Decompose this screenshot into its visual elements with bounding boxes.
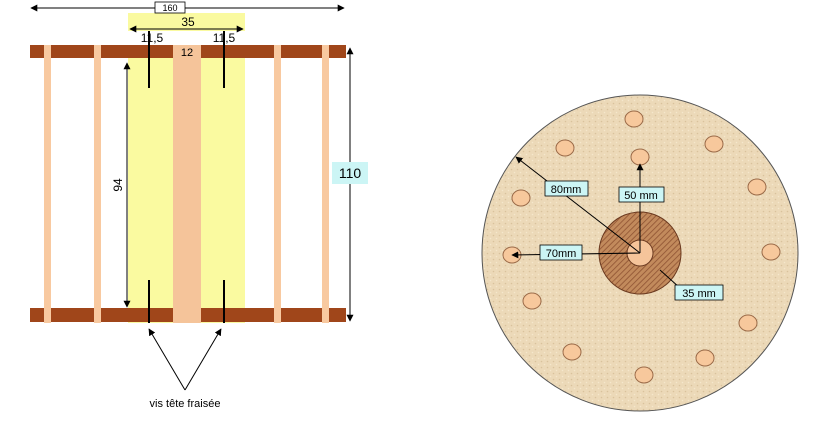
slat	[44, 45, 51, 323]
slat	[274, 45, 281, 323]
hole	[738, 314, 758, 332]
inner-height-label: 94	[111, 178, 125, 192]
hole	[634, 366, 654, 384]
perimeter-holes	[502, 110, 781, 384]
top-rail	[30, 45, 346, 58]
radius-50-label-box	[618, 186, 665, 203]
hole	[562, 343, 582, 361]
right-offset-label: 11,5	[213, 31, 236, 45]
slat	[322, 45, 329, 323]
hole	[630, 148, 650, 166]
hole	[624, 110, 644, 128]
hole	[695, 349, 715, 367]
overall-width-label-box	[154, 1, 186, 14]
radius-50-label: 50 mm	[624, 190, 658, 202]
radius-70-label: 70mm	[546, 248, 577, 260]
ring-label: 35 mm	[682, 288, 716, 300]
radius-80-pointer	[515, 156, 641, 254]
radius-80-label-box	[544, 180, 589, 197]
hole	[522, 292, 542, 310]
radius-70-label-box	[539, 244, 583, 261]
total-height-label-box	[332, 162, 368, 184]
bottom-rail	[30, 308, 346, 322]
screw-marks	[148, 31, 225, 323]
screw-pointer-right	[184, 328, 222, 391]
hole	[747, 178, 767, 196]
left-offset-label: 11,5	[141, 31, 164, 45]
disc-view: 80mm 50 mm 70mm 35 mm	[481, 94, 799, 412]
screw-pointer-left	[148, 328, 186, 391]
side-view: 160 35 11,5 11,5 12 94 110 vis tête frai…	[30, 1, 368, 410]
radius-80-label: 80mm	[551, 184, 582, 196]
screw-label: vis tête fraisée	[150, 398, 221, 410]
total-height-label: 110	[339, 165, 362, 181]
hole	[555, 139, 575, 157]
hole	[704, 135, 724, 153]
slat	[94, 45, 101, 323]
center-strip	[173, 45, 201, 323]
ring-label-box	[674, 284, 724, 301]
core-width-label: 35	[181, 15, 195, 29]
hole	[511, 189, 531, 207]
center-width-label: 12	[181, 47, 193, 59]
hole	[761, 243, 781, 261]
overall-width-label: 160	[162, 3, 177, 13]
